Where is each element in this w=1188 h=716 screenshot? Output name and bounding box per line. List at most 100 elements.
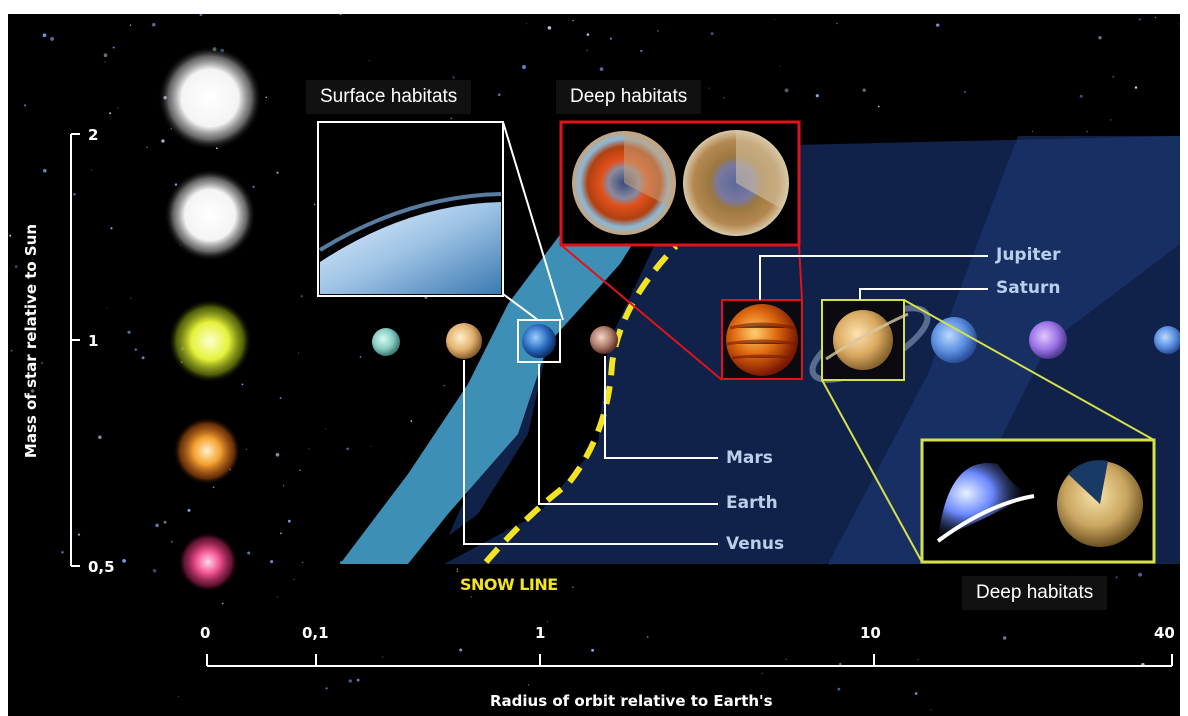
background-star — [50, 36, 55, 41]
background-star — [497, 93, 501, 97]
background-star — [527, 684, 530, 686]
background-star — [77, 533, 81, 536]
background-star — [456, 568, 459, 570]
background-star — [163, 520, 167, 524]
background-star — [130, 297, 132, 299]
pluto-planet — [1154, 326, 1180, 354]
background-star — [9, 234, 12, 237]
background-star — [270, 560, 274, 564]
snow-line — [483, 243, 679, 564]
y-tick-0-5: 0,5 — [88, 558, 115, 576]
background-star — [1134, 86, 1138, 89]
background-star — [410, 420, 413, 423]
background-star — [836, 22, 838, 25]
neptune-planet — [1029, 321, 1067, 359]
background-star — [300, 294, 303, 298]
background-star — [779, 65, 781, 67]
background-star — [1110, 119, 1112, 121]
background-star — [90, 169, 93, 171]
enceladus-plume — [938, 462, 1032, 539]
gap-zone — [410, 246, 654, 564]
background-star — [877, 105, 880, 108]
background-star — [187, 508, 191, 512]
background-star — [325, 687, 328, 690]
background-star — [61, 551, 64, 554]
background-star — [646, 636, 649, 638]
leader-lines — [463, 255, 988, 545]
background-star — [640, 49, 643, 53]
background-star — [452, 76, 455, 79]
background-star — [14, 265, 18, 268]
background-star — [547, 621, 549, 623]
background-star — [339, 14, 342, 16]
background-star — [110, 227, 113, 230]
surface-habitats-atmosphere — [318, 192, 502, 252]
snow-line-label: SNOW LINE — [460, 575, 558, 594]
background-star — [359, 356, 362, 358]
x-tick-40: 40 — [1154, 624, 1175, 642]
background-star — [572, 586, 574, 588]
background-star — [620, 695, 622, 698]
background-star — [1138, 18, 1141, 21]
surface-habitats-label: Surface habitats — [306, 80, 472, 114]
background-star — [784, 88, 789, 93]
deep-habitats-top-label: Deep habitats — [556, 80, 702, 114]
cutaway-europa-shell — [624, 131, 676, 207]
background-star — [774, 18, 776, 20]
background-star — [1154, 17, 1156, 19]
background-star — [470, 596, 473, 598]
background-star — [1098, 35, 1102, 40]
background-star — [103, 53, 108, 58]
background-star — [30, 389, 35, 393]
cutaway-ganymede-shell — [736, 130, 789, 209]
background-star — [1115, 576, 1118, 579]
background-star — [591, 648, 595, 652]
mars-planet — [590, 326, 618, 354]
x-axis-title: Radius of orbit relative to Earth's — [490, 692, 773, 710]
y-tick-1: 1 — [88, 332, 99, 350]
background-star — [368, 59, 370, 61]
background-star — [325, 428, 326, 430]
background-star — [785, 658, 787, 660]
x-tick-0: 0 — [200, 624, 211, 642]
y-axis — [70, 133, 80, 567]
background-star — [862, 88, 866, 92]
background-star — [370, 445, 372, 447]
background-star — [609, 37, 612, 40]
background-star — [146, 146, 148, 149]
background-star — [24, 104, 27, 107]
deep-bottom-connector — [821, 299, 1155, 563]
background-star — [112, 46, 115, 49]
background-star — [152, 568, 157, 573]
background-star — [42, 33, 47, 38]
background-star — [604, 707, 606, 708]
space-background: Surface habitats Deep habitats Deep habi… — [8, 14, 1180, 716]
background-star — [127, 330, 131, 334]
background-star — [710, 32, 714, 35]
background-star — [221, 602, 224, 605]
background-star — [1079, 94, 1083, 98]
jupiter-bands — [726, 322, 798, 360]
background-star — [381, 656, 384, 658]
saturn-planet — [833, 310, 893, 370]
background-star — [708, 87, 710, 89]
background-star — [10, 349, 13, 352]
diagram-canvas — [9, 14, 1180, 711]
background-star — [212, 486, 215, 489]
background-star — [247, 551, 251, 555]
saturn-ring-front — [825, 312, 909, 361]
background-star — [279, 397, 282, 399]
background-star — [276, 171, 279, 174]
background-star — [456, 570, 459, 573]
cutaway-titan-interior — [1068, 460, 1108, 504]
background-star — [586, 33, 590, 36]
background-star — [129, 24, 132, 26]
background-star — [936, 23, 940, 27]
background-star — [293, 578, 295, 580]
earth-planet — [522, 324, 556, 358]
venus-label: Venus — [726, 534, 785, 554]
background-star — [73, 193, 76, 196]
background-star — [161, 139, 165, 143]
background-star — [106, 307, 108, 309]
background-star — [246, 448, 248, 450]
